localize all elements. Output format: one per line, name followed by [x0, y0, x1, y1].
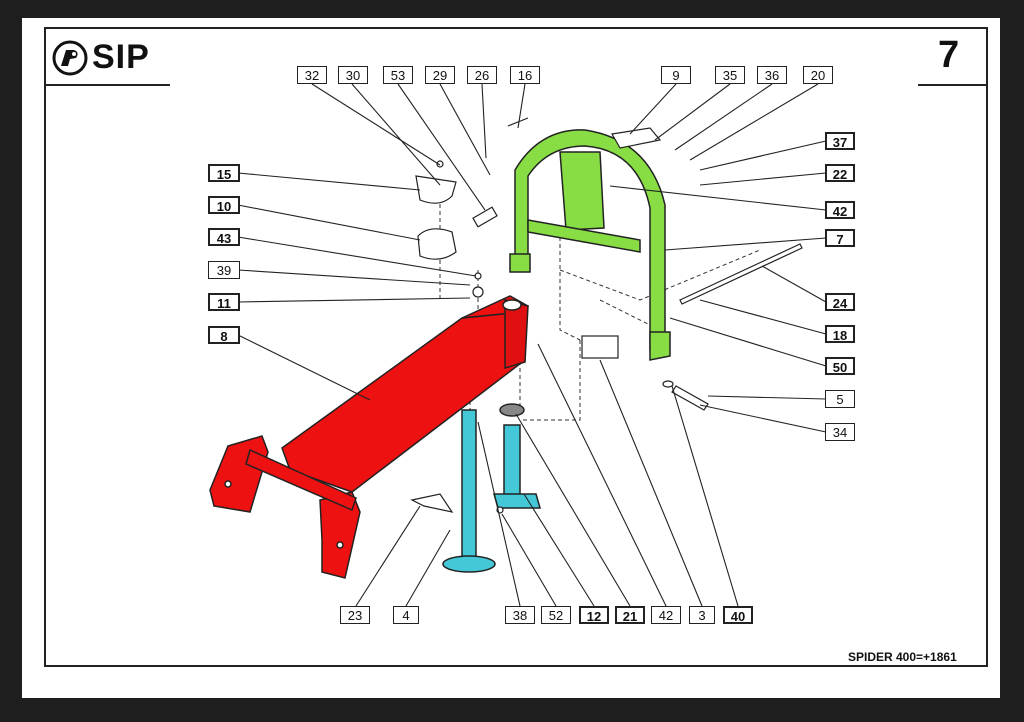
part-label: 50 [825, 357, 855, 375]
part-label: 32 [297, 66, 327, 84]
part-label: 38 [505, 606, 535, 624]
part-label: 24 [825, 293, 855, 311]
header-rule-left [46, 84, 170, 86]
sip-logo-icon [52, 40, 88, 75]
part-label: 16 [510, 66, 540, 84]
part-label: 10 [208, 196, 240, 214]
part-label: 4 [393, 606, 419, 624]
part-label: 20 [803, 66, 833, 84]
part-label: 37 [825, 132, 855, 150]
part-label: 26 [467, 66, 497, 84]
part-label: 5 [825, 390, 855, 408]
small-parts [410, 117, 803, 514]
part-label: 34 [825, 423, 855, 441]
part-label: 30 [338, 66, 368, 84]
lifting-arch-green [509, 129, 671, 361]
part-label: 8 [208, 326, 240, 344]
part-label: 22 [825, 164, 855, 182]
part-label: 35 [715, 66, 745, 84]
main-frame-red [209, 295, 530, 579]
header-rule-right [918, 84, 988, 86]
brand-logo: SIP [52, 38, 150, 77]
part-label: 36 [757, 66, 787, 84]
part-label: 43 [208, 228, 240, 246]
page-number: 7 [938, 34, 960, 76]
brand-name: SIP [92, 38, 150, 76]
part-label: 39 [208, 261, 240, 279]
part-label: 21 [615, 606, 645, 624]
part-label: 9 [661, 66, 691, 84]
part-label: 3 [689, 606, 715, 624]
part-label: 18 [825, 325, 855, 343]
part-label: 42 [825, 201, 855, 219]
model-code: SPIDER 400=+1861 [848, 650, 957, 664]
part-label: 15 [208, 164, 240, 182]
part-label: 11 [208, 293, 240, 311]
part-label: 52 [541, 606, 571, 624]
page-border [44, 27, 988, 667]
part-label: 53 [383, 66, 413, 84]
part-label: 40 [723, 606, 753, 624]
part-label: 42 [651, 606, 681, 624]
part-label: 29 [425, 66, 455, 84]
part-label: 23 [340, 606, 370, 624]
part-label: 7 [825, 229, 855, 247]
leader-lines [237, 83, 827, 607]
part-label: 12 [579, 606, 609, 624]
